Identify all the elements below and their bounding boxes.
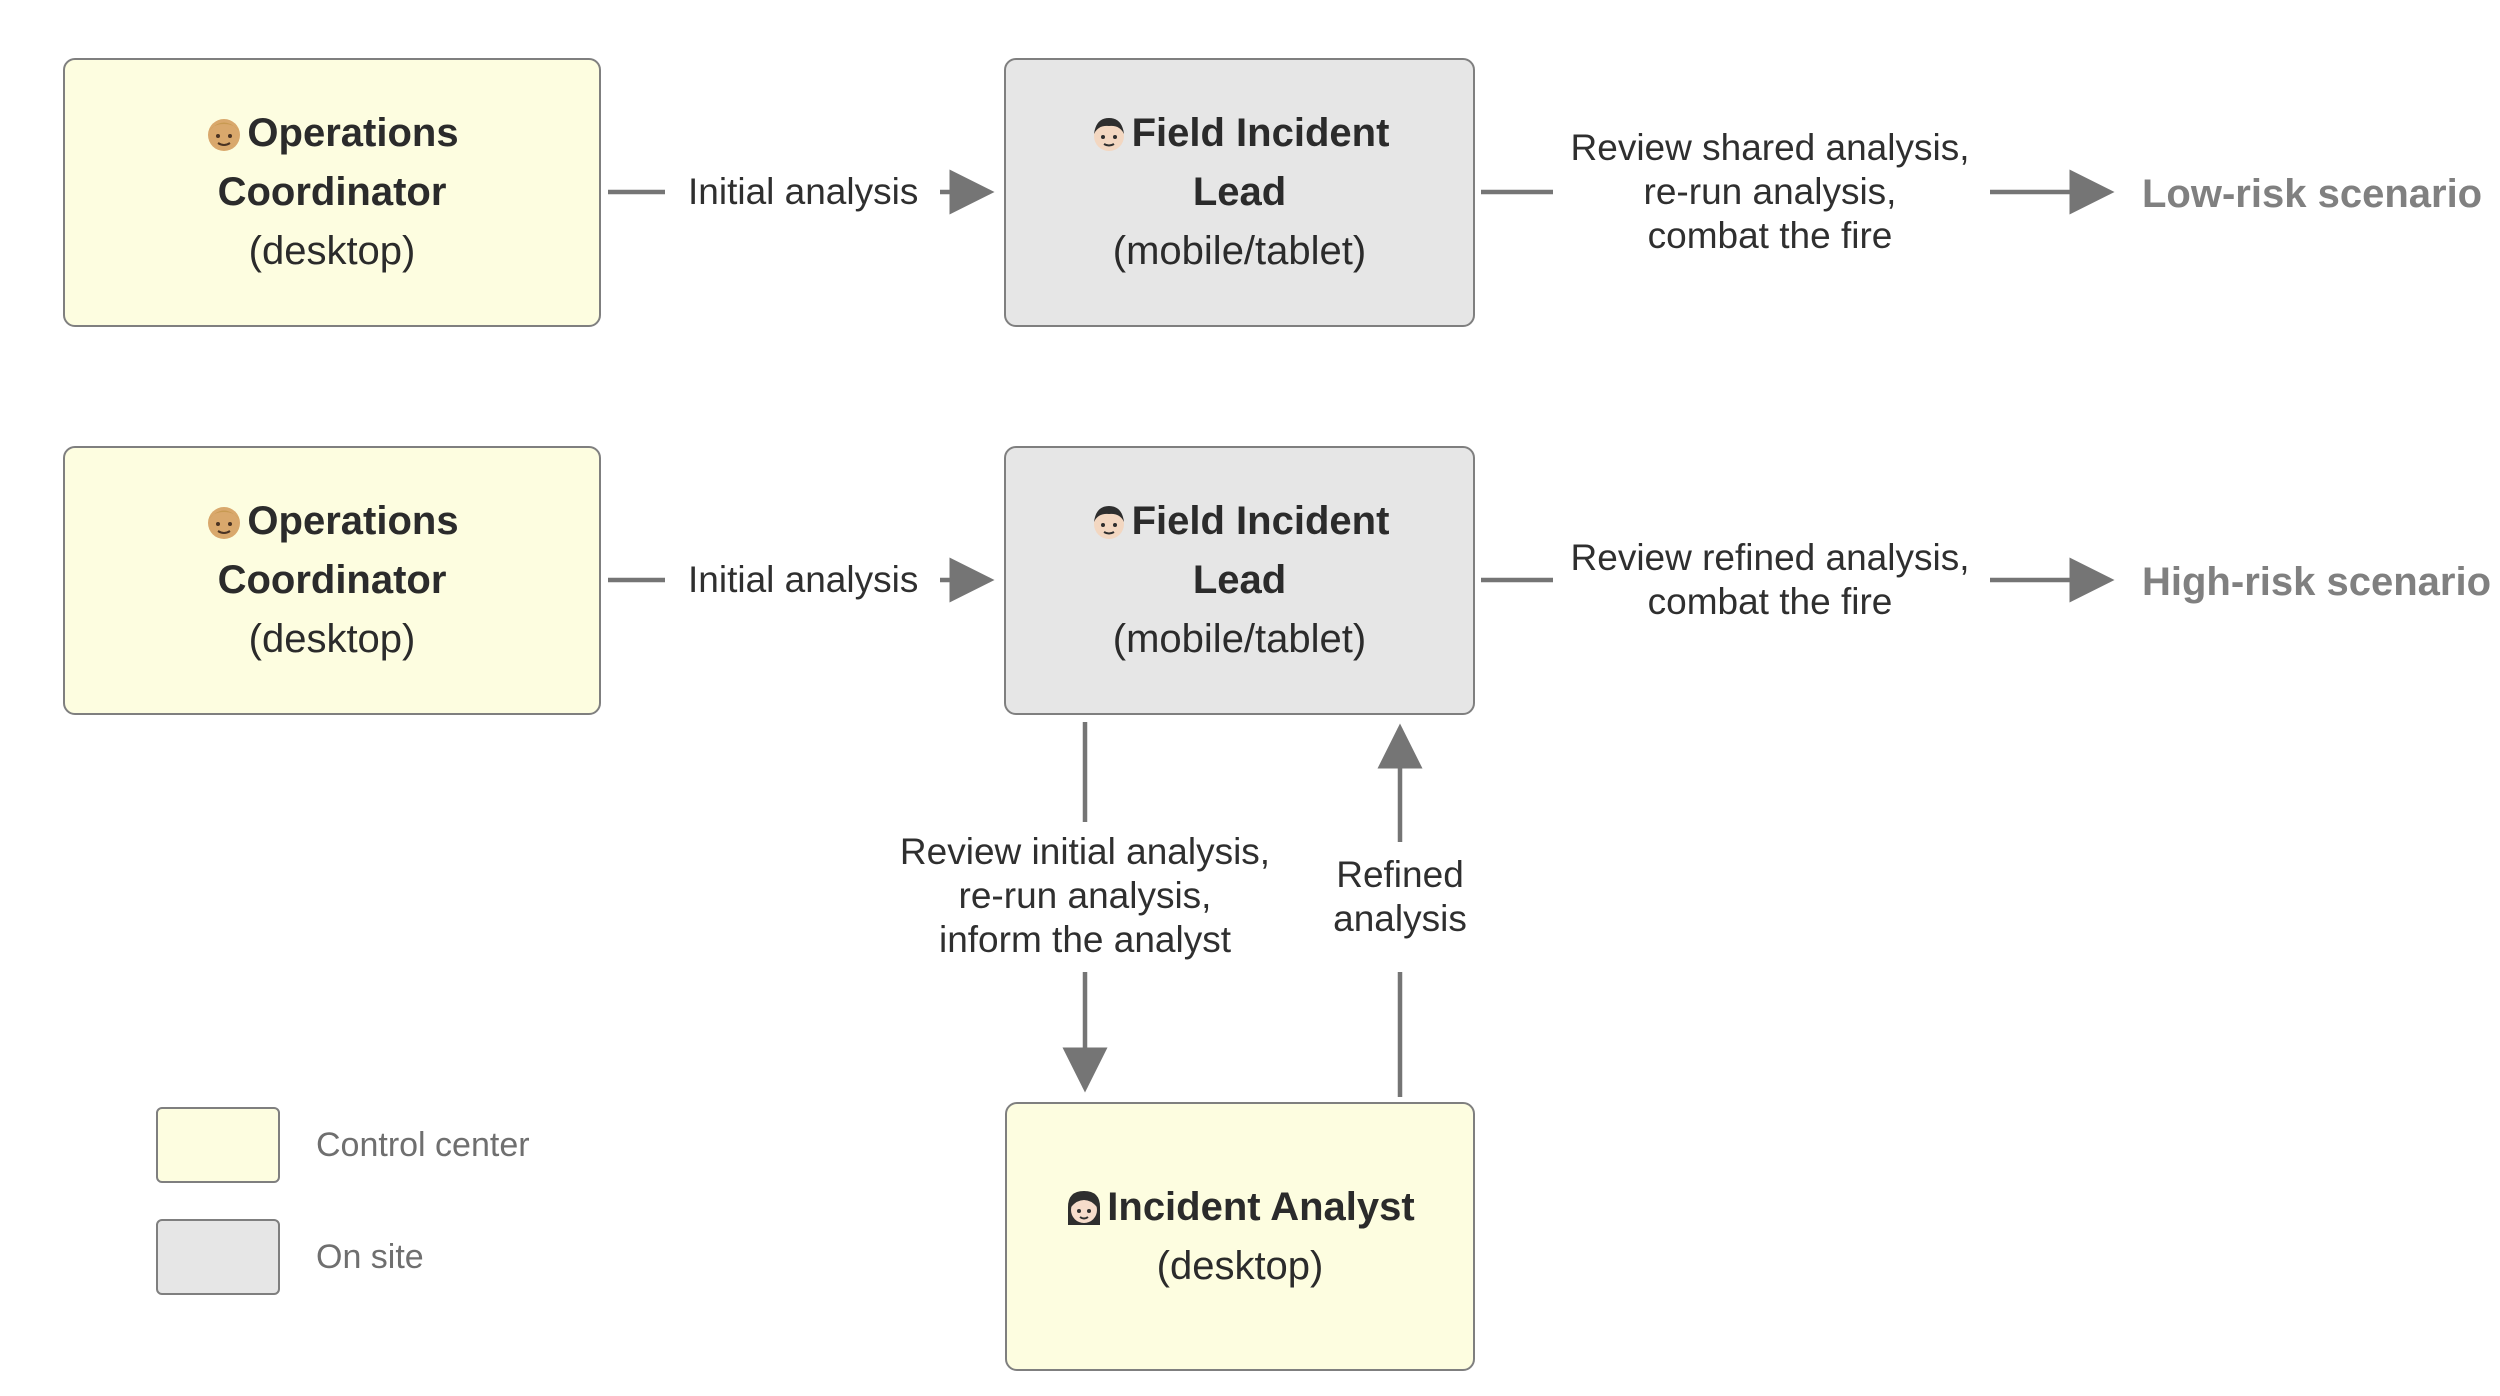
node-title: Incident Analyst (1107, 1184, 1415, 1229)
legend-swatch-on-site (156, 1219, 280, 1295)
edge-label-initial-analysis-row1: Initial analysis (688, 171, 919, 212)
outcome-high-risk: High-risk scenario (2142, 560, 2492, 604)
man-emoji-icon (1090, 499, 1128, 539)
node-device: (mobile/tablet) (1112, 229, 1367, 273)
node-title-line1: Operations (247, 499, 459, 543)
outcome-low-risk: Low-risk scenario (2142, 172, 2483, 216)
node-title-line2: Lead (1192, 170, 1287, 214)
operations-coordinator-node-row2: Operations Coordinator (desktop) (63, 446, 601, 715)
edge-label-refined-analysis: Refined analysis (1333, 854, 1467, 939)
edge-label-review-shared-analysis: Review shared analysis, re-run analysis,… (1570, 127, 1970, 256)
node-title-line1: Field Incident (1131, 111, 1390, 155)
node-device: (desktop) (1156, 1243, 1324, 1288)
legend-swatch-control-center (156, 1107, 280, 1183)
man-emoji-icon (1090, 111, 1128, 151)
woman-emoji-icon (1065, 1185, 1103, 1225)
node-device: (desktop) (248, 229, 416, 273)
node-title-line1: Operations (247, 111, 459, 155)
person-blond-emoji-icon (205, 111, 243, 151)
operations-coordinator-node-row1: Operations Coordinator (desktop) (63, 58, 601, 327)
field-incident-lead-node-row2: Field Incident Lead (mobile/tablet) (1004, 446, 1475, 715)
incident-analyst-node: Incident Analyst (desktop) (1005, 1102, 1475, 1371)
node-device: (mobile/tablet) (1112, 617, 1367, 661)
node-title-line2: Coordinator (217, 558, 447, 602)
edge-label-review-refined-analysis: Review refined analysis, combat the fire (1570, 537, 1970, 622)
node-title-line2: Lead (1192, 558, 1287, 602)
field-incident-lead-node-row1: Field Incident Lead (mobile/tablet) (1004, 58, 1475, 327)
person-blond-emoji-icon (205, 499, 243, 539)
node-device: (desktop) (248, 617, 416, 661)
node-title-line2: Coordinator (217, 170, 447, 214)
legend-label-on-site: On site (316, 1238, 424, 1276)
edge-label-initial-analysis-row2: Initial analysis (688, 559, 919, 600)
node-title-line1: Field Incident (1131, 499, 1390, 543)
legend-label-control-center: Control center (316, 1126, 530, 1164)
edge-label-review-initial-analysis: Review initial analysis, re-run analysis… (899, 831, 1271, 960)
